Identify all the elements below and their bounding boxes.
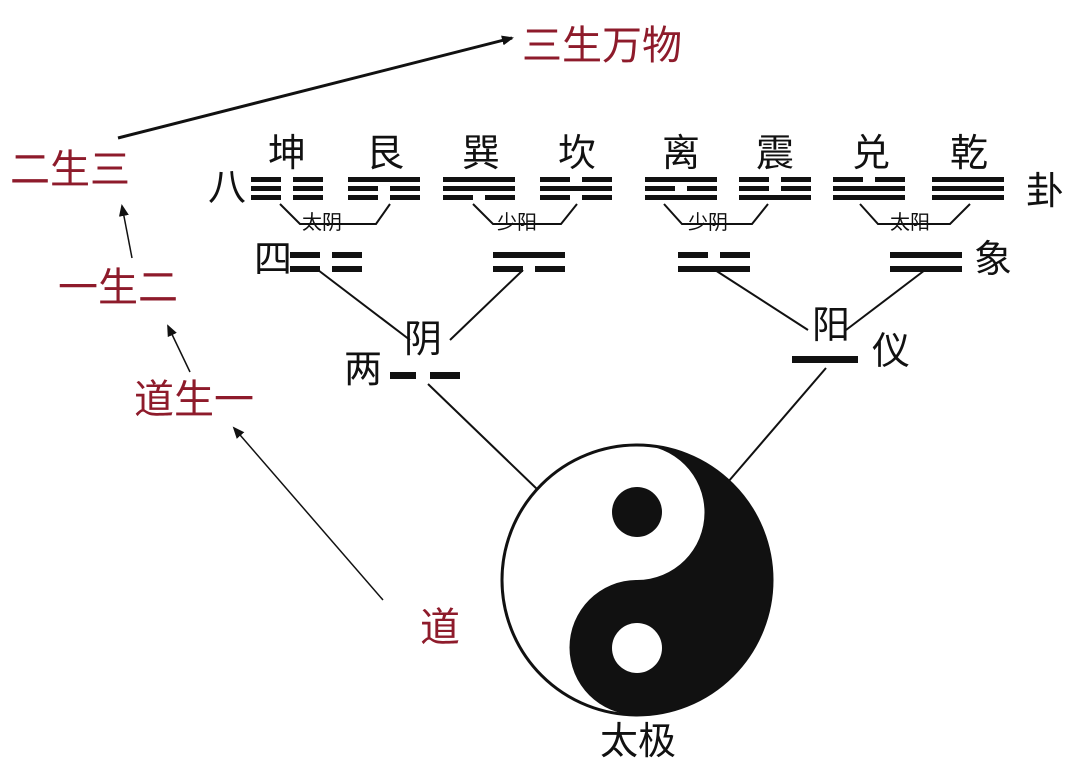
trigram-7-yang-line: [932, 177, 1004, 182]
sixiang-0-yin-line: [332, 252, 362, 258]
trigram-3-yin-line: [540, 177, 570, 182]
trigram-4-yang-line: [645, 195, 717, 200]
trigram-0-yin-line: [293, 186, 323, 191]
sixiang-left-label: 四: [254, 237, 293, 281]
trigram-0-yin-line: [293, 195, 323, 200]
yin-symbol-left: [390, 372, 416, 379]
trigram-5-yin-line: [739, 177, 769, 182]
stage-ersheng-san: 二生三: [10, 147, 130, 193]
sixiang-3-yang-line: [890, 266, 962, 272]
trigram-7-yang-line: [932, 195, 1004, 200]
trigram-3-yin-line: [540, 195, 570, 200]
trigram-2-yin-line: [443, 195, 473, 200]
trigram-3-yin-line: [582, 195, 612, 200]
taiji-label: 太极: [600, 719, 677, 763]
trigram-name-kan: 坎: [558, 131, 597, 175]
sixiang-name-taiyang: 太阳: [890, 210, 930, 234]
yin-symbol-right: [430, 372, 460, 379]
trigram-6-yang-line: [833, 186, 905, 191]
sixiang-2-yang-line: [678, 266, 750, 272]
sixiang-symbols: [290, 252, 962, 272]
trigram-5-yang-line: [739, 195, 811, 200]
trigram-0-yin-line: [293, 177, 323, 182]
sixiang-0-yin-line: [290, 252, 320, 258]
trigram-1-yin-line: [348, 186, 378, 191]
trigram-name-kun: 坤: [268, 131, 307, 175]
trigram-name-dui: 兑: [852, 131, 891, 175]
trigram-1-yin-line: [390, 195, 420, 200]
sixiang-name-shaoyin: 少阴: [688, 210, 728, 234]
sixiang-3-yang-line: [890, 252, 962, 258]
stage-sansheng-wanwu: 三生万物: [522, 23, 682, 69]
bagua-left-label: 八: [208, 165, 247, 209]
trigram-7-yang-line: [932, 186, 1004, 191]
trigram-name-li: 离: [662, 131, 701, 175]
arrow-to-yisheng: [167, 324, 191, 373]
trigram-name-zhen: 震: [756, 131, 795, 175]
trigram-3-yang-line: [540, 186, 612, 191]
stage-dao: 道: [420, 605, 460, 651]
trigram-name-xun: 巽: [462, 131, 501, 175]
yang-symbol: [792, 356, 858, 363]
trigram-2-yin-line: [485, 195, 515, 200]
trigram-2-yang-line: [443, 186, 515, 191]
liangyi-right-label: 仪: [872, 329, 911, 373]
arrow-to-daosheng: [232, 426, 384, 601]
taiji-symbol: [500, 443, 774, 717]
trigram-name-qian: 乾: [950, 131, 989, 175]
trigram-name-gen: 艮: [366, 131, 405, 175]
trigram-4-yin-line: [645, 186, 675, 191]
sixiang-1-yin-line: [535, 266, 565, 272]
trigram-1-yang-line: [348, 177, 420, 182]
arrow-to-ersheng: [118, 204, 133, 259]
trigram-2-yang-line: [443, 177, 515, 182]
trigram-4-yin-line: [687, 186, 717, 191]
trigram-1-yin-line: [390, 186, 420, 191]
trigram-5-yin-line: [781, 177, 811, 182]
yang-label: 阳: [812, 303, 851, 347]
sixiang-name-taiyin: 太阴: [302, 210, 342, 234]
liangyi-symbols: [390, 356, 858, 379]
tree-lines: [279, 203, 971, 491]
arrow-to-wanwu: [117, 35, 514, 140]
trigram-6-yin-line: [833, 177, 863, 182]
trigram-6-yang-line: [833, 195, 905, 200]
bagua-right-label: 卦: [1026, 169, 1065, 213]
sixiang-1-yang-line: [493, 252, 565, 258]
stage-yisheng-er: 一生二: [58, 265, 178, 311]
trigram-5-yin-line: [781, 186, 811, 191]
sixiang-2-yin-line: [678, 252, 708, 258]
sixiang-2-yin-line: [720, 252, 750, 258]
trigram-3-yin-line: [582, 177, 612, 182]
sixiang-1-yin-line: [493, 266, 523, 272]
liangyi-left-label: 两: [344, 347, 383, 391]
trigram-6-yin-line: [875, 177, 905, 182]
trigram-0-yin-line: [251, 195, 281, 200]
trigram-5-yin-line: [739, 186, 769, 191]
trigram-0-yin-line: [251, 177, 281, 182]
trigram-4-yang-line: [645, 177, 717, 182]
yin-label: 阴: [404, 317, 443, 361]
sixiang-name-shaoyang: 少阳: [497, 210, 537, 234]
stage-daosheng-yi: 道生一: [134, 377, 254, 423]
trigram-1-yin-line: [348, 195, 378, 200]
sixiang-0-yin-line: [290, 266, 320, 272]
sixiang-right-label: 象: [974, 237, 1013, 281]
trigram-0-yin-line: [251, 186, 281, 191]
sixiang-0-yin-line: [332, 266, 362, 272]
bagua-trigrams: [251, 177, 1004, 200]
